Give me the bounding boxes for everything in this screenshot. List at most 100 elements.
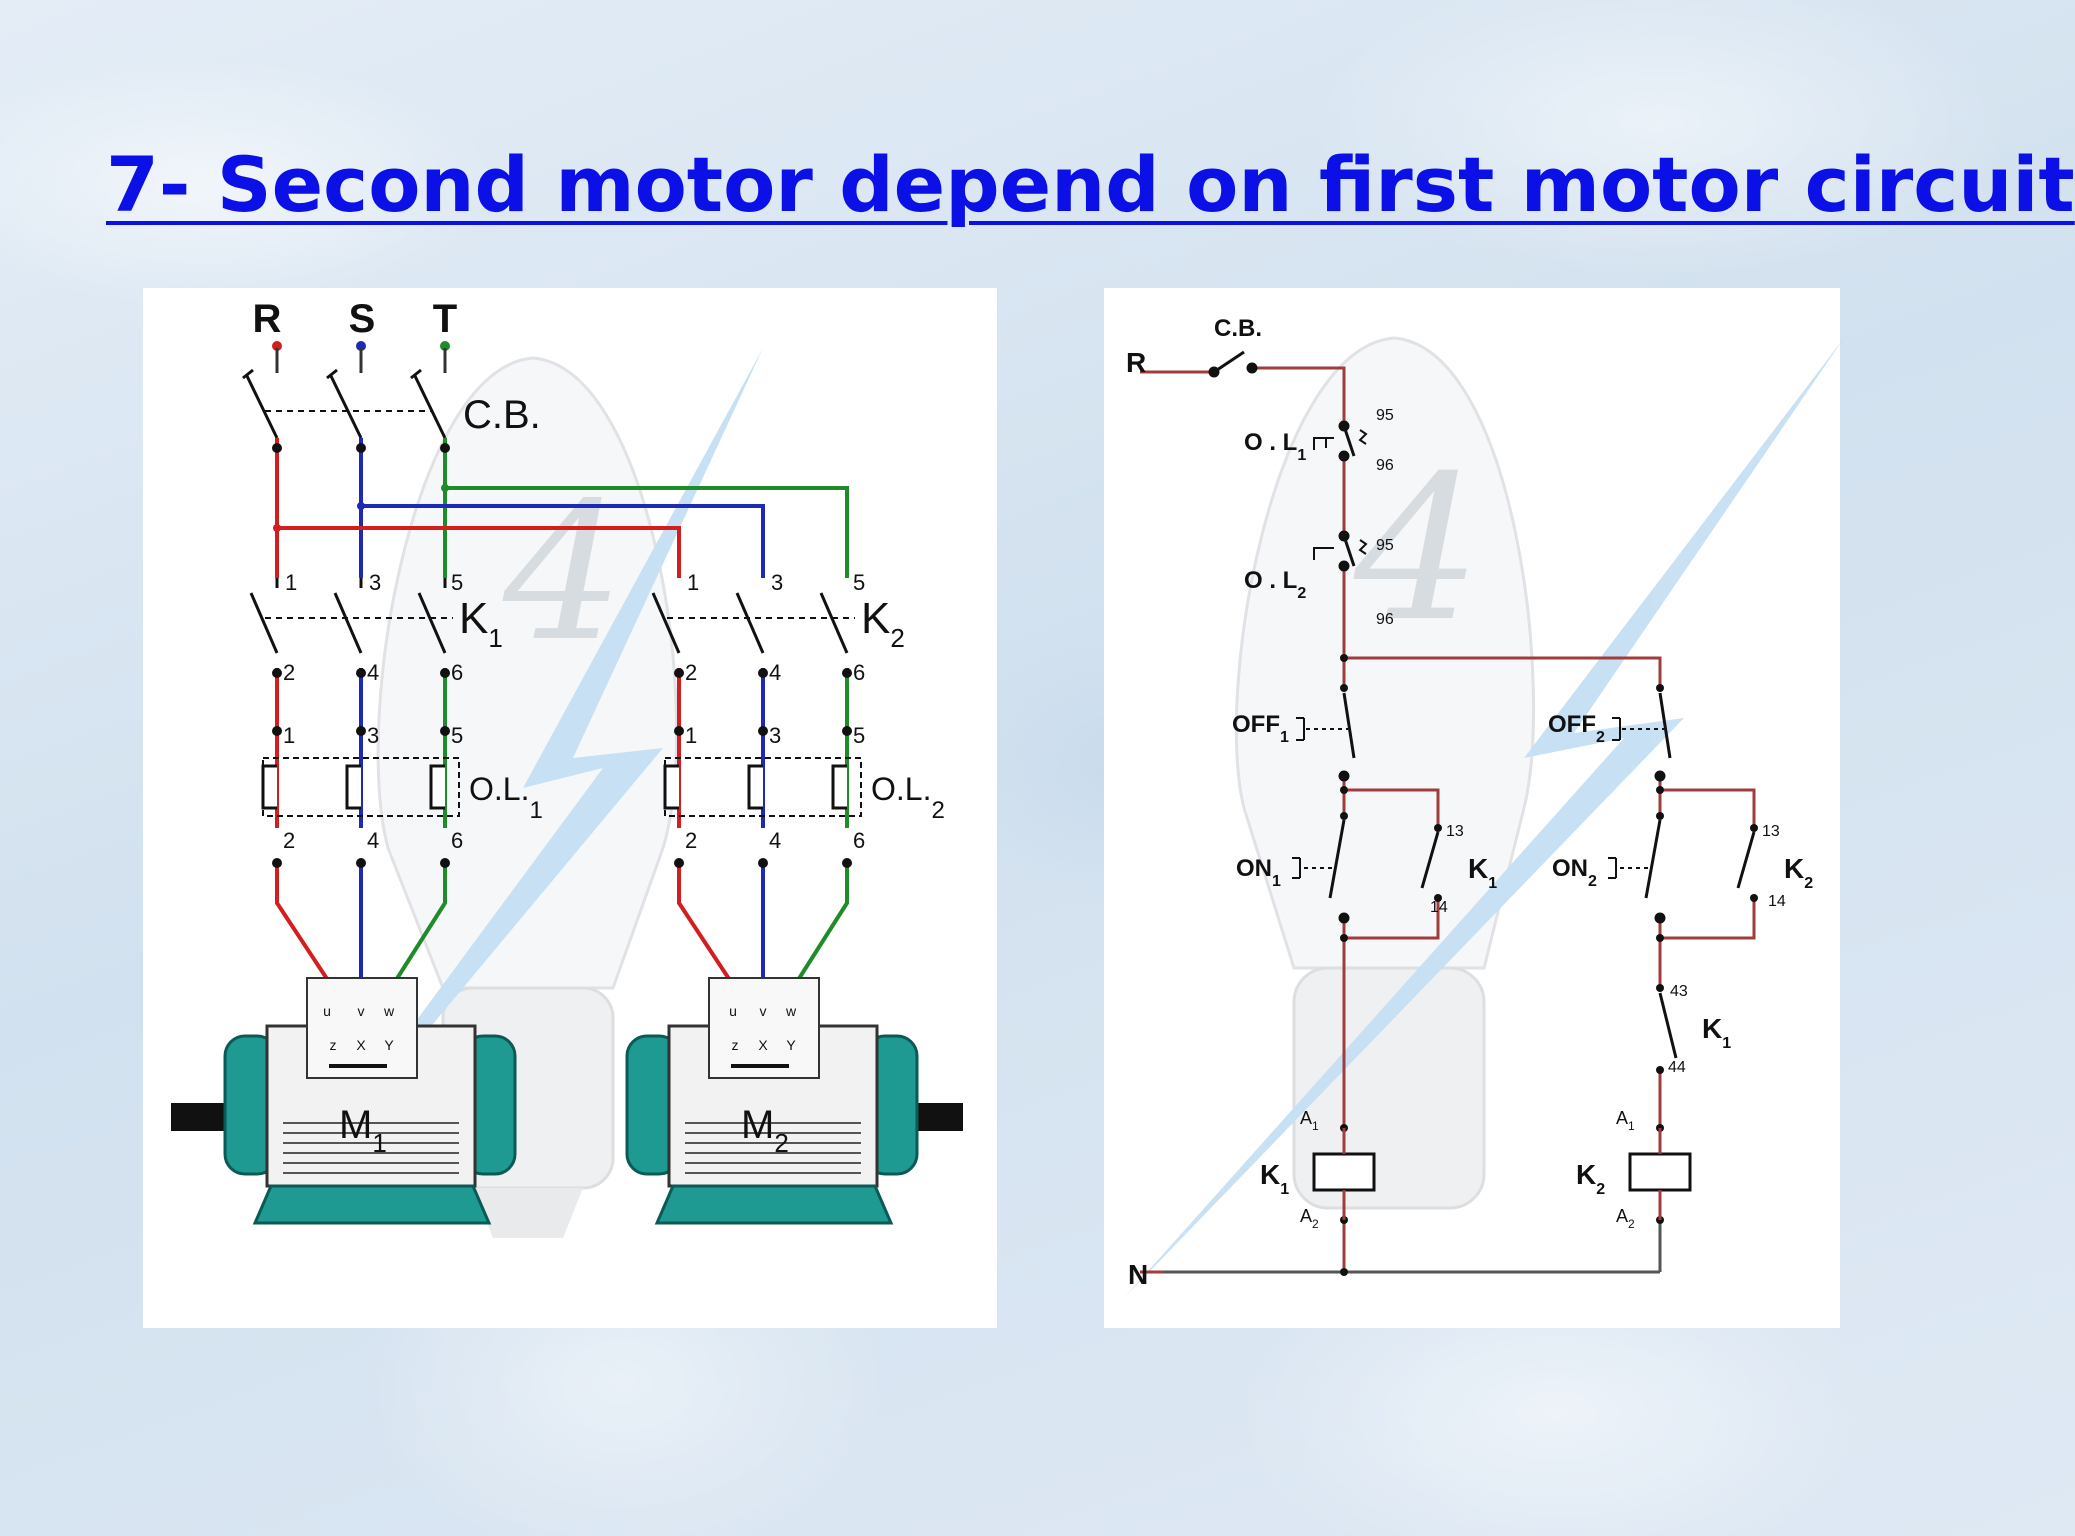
svg-text:Y: Y <box>786 1037 796 1053</box>
k1-holding-contact <box>1420 831 1440 889</box>
svg-text:1: 1 <box>283 723 295 748</box>
svg-text:4: 4 <box>367 660 379 685</box>
svg-text:w: w <box>785 1003 797 1019</box>
svg-text:w: w <box>383 1003 395 1019</box>
neutral-n-label: N <box>1128 1259 1148 1290</box>
svg-text:6: 6 <box>853 660 865 685</box>
svg-text:z: z <box>330 1037 337 1053</box>
coil-k2-a1: A1 <box>1616 1108 1635 1133</box>
overload-relay-1-symbol <box>261 757 460 817</box>
coil-k2-a2: A2 <box>1616 1206 1635 1231</box>
coil-k2 <box>1628 1128 1692 1220</box>
svg-text:2: 2 <box>283 828 295 853</box>
interlock-label: K1 <box>1702 1013 1731 1052</box>
watermark-four: 4 <box>1353 433 1481 666</box>
svg-text:6: 6 <box>451 828 463 853</box>
svg-text:2: 2 <box>283 660 295 685</box>
on2-button-symbol <box>1608 819 1666 924</box>
interlock-pin-43: 43 <box>1670 983 1688 1000</box>
off1-label: OFF1 <box>1232 711 1289 746</box>
motor-2 <box>625 977 963 1225</box>
on2-label: ON2 <box>1552 855 1597 890</box>
coil-k1-a1: A1 <box>1300 1108 1319 1133</box>
svg-text:X: X <box>758 1037 768 1053</box>
power-circuit-diagram: 4 R S T C.B. <box>143 288 997 1328</box>
control-circuit-svg: 4 R N C.B. O . L1 95 <box>1124 315 1844 1298</box>
svg-text:u: u <box>729 1003 737 1019</box>
svg-text:Y: Y <box>384 1037 394 1053</box>
coil-k1-label: K1 <box>1260 1159 1289 1198</box>
svg-text:2: 2 <box>685 828 697 853</box>
slide-title: 7- Second motor depend on first motor ci… <box>106 140 2075 229</box>
motor-1 <box>171 977 517 1225</box>
line-r-label: R <box>1126 347 1146 378</box>
contactor-k1-symbol <box>249 578 453 654</box>
power-circuit-svg: 4 R S T C.B. <box>171 297 963 1238</box>
svg-text:5: 5 <box>853 570 865 595</box>
neutral-line <box>1164 1223 1662 1274</box>
off1-button-symbol <box>1296 692 1356 782</box>
k1-label: K1 <box>459 594 503 653</box>
ol2-pin-95: 95 <box>1376 537 1394 554</box>
svg-text:1: 1 <box>687 570 699 595</box>
svg-text:5: 5 <box>853 723 865 748</box>
svg-text:z: z <box>732 1037 739 1053</box>
on1-button-symbol <box>1292 819 1350 924</box>
interlock-pin-44: 44 <box>1668 1059 1686 1076</box>
off2-button-symbol <box>1612 692 1672 782</box>
control-circuit-diagram: 4 R N C.B. O . L1 95 <box>1104 288 1844 1328</box>
motor-1-terminals: u v w z X Y <box>323 1003 395 1053</box>
on1-label: ON1 <box>1236 855 1281 890</box>
svg-text:6: 6 <box>451 660 463 685</box>
ol1-pin-96: 96 <box>1376 457 1394 474</box>
svg-text:u: u <box>323 1003 331 1019</box>
k1-pin-13: 13 <box>1446 823 1464 840</box>
contactor-terminal-numbers: 1 3 5 1 3 5 2 4 6 2 4 6 1 3 5 1 3 5 2 4 … <box>283 570 865 853</box>
ol1-pin-95: 95 <box>1376 407 1394 424</box>
contactor-k2-symbol <box>651 592 855 654</box>
ol2-nc-contact <box>1313 530 1368 572</box>
ol1-control-label: O . L1 <box>1244 429 1306 464</box>
k2-pin-13: 13 <box>1762 823 1780 840</box>
control-junction-dots <box>1340 654 1758 1276</box>
k1-interlock-contact <box>1658 992 1678 1059</box>
ol1-nc-contact <box>1313 420 1368 462</box>
junction-dots <box>272 443 852 868</box>
k1-aux-label: K1 <box>1468 853 1497 892</box>
control-breaker-symbol <box>1208 350 1258 378</box>
phase-r-label: R <box>253 297 282 341</box>
svg-text:v: v <box>760 1003 767 1019</box>
coil-k2-label: K2 <box>1576 1159 1605 1198</box>
k1-pin-14: 14 <box>1430 899 1448 916</box>
motor-1-label: M1 <box>339 1103 387 1158</box>
svg-text:4: 4 <box>367 828 379 853</box>
svg-text:X: X <box>356 1037 366 1053</box>
svg-text:2: 2 <box>685 660 697 685</box>
coil-k1-a2: A2 <box>1300 1206 1319 1231</box>
ol2-pin-96: 96 <box>1376 611 1394 628</box>
control-cb-label: C.B. <box>1214 315 1262 342</box>
phase-s-label: S <box>349 297 376 341</box>
svg-text:4: 4 <box>769 828 781 853</box>
k2-label: K2 <box>861 594 905 653</box>
svg-text:1: 1 <box>685 723 697 748</box>
k2-holding-contact <box>1736 831 1756 889</box>
ol2-control-label: O . L2 <box>1244 567 1306 602</box>
svg-text:3: 3 <box>771 570 783 595</box>
supply-terminals <box>272 341 450 373</box>
circuit-breaker-symbol <box>242 368 447 439</box>
motor-2-label: M2 <box>741 1103 789 1158</box>
cb-label: C.B. <box>463 393 541 437</box>
k2-pin-14: 14 <box>1768 893 1786 910</box>
coil-k1 <box>1312 1128 1376 1220</box>
watermark-logo: 4 <box>1124 336 1844 1298</box>
svg-text:4: 4 <box>769 660 781 685</box>
svg-text:6: 6 <box>853 828 865 853</box>
svg-text:5: 5 <box>451 570 463 595</box>
svg-text:3: 3 <box>367 723 379 748</box>
svg-text:3: 3 <box>369 570 381 595</box>
svg-text:5: 5 <box>451 723 463 748</box>
motor-2-terminals: u v w z X Y <box>729 1003 797 1053</box>
ol2-label: O.L.2 <box>871 771 945 824</box>
watermark-four: 4 <box>502 462 624 683</box>
